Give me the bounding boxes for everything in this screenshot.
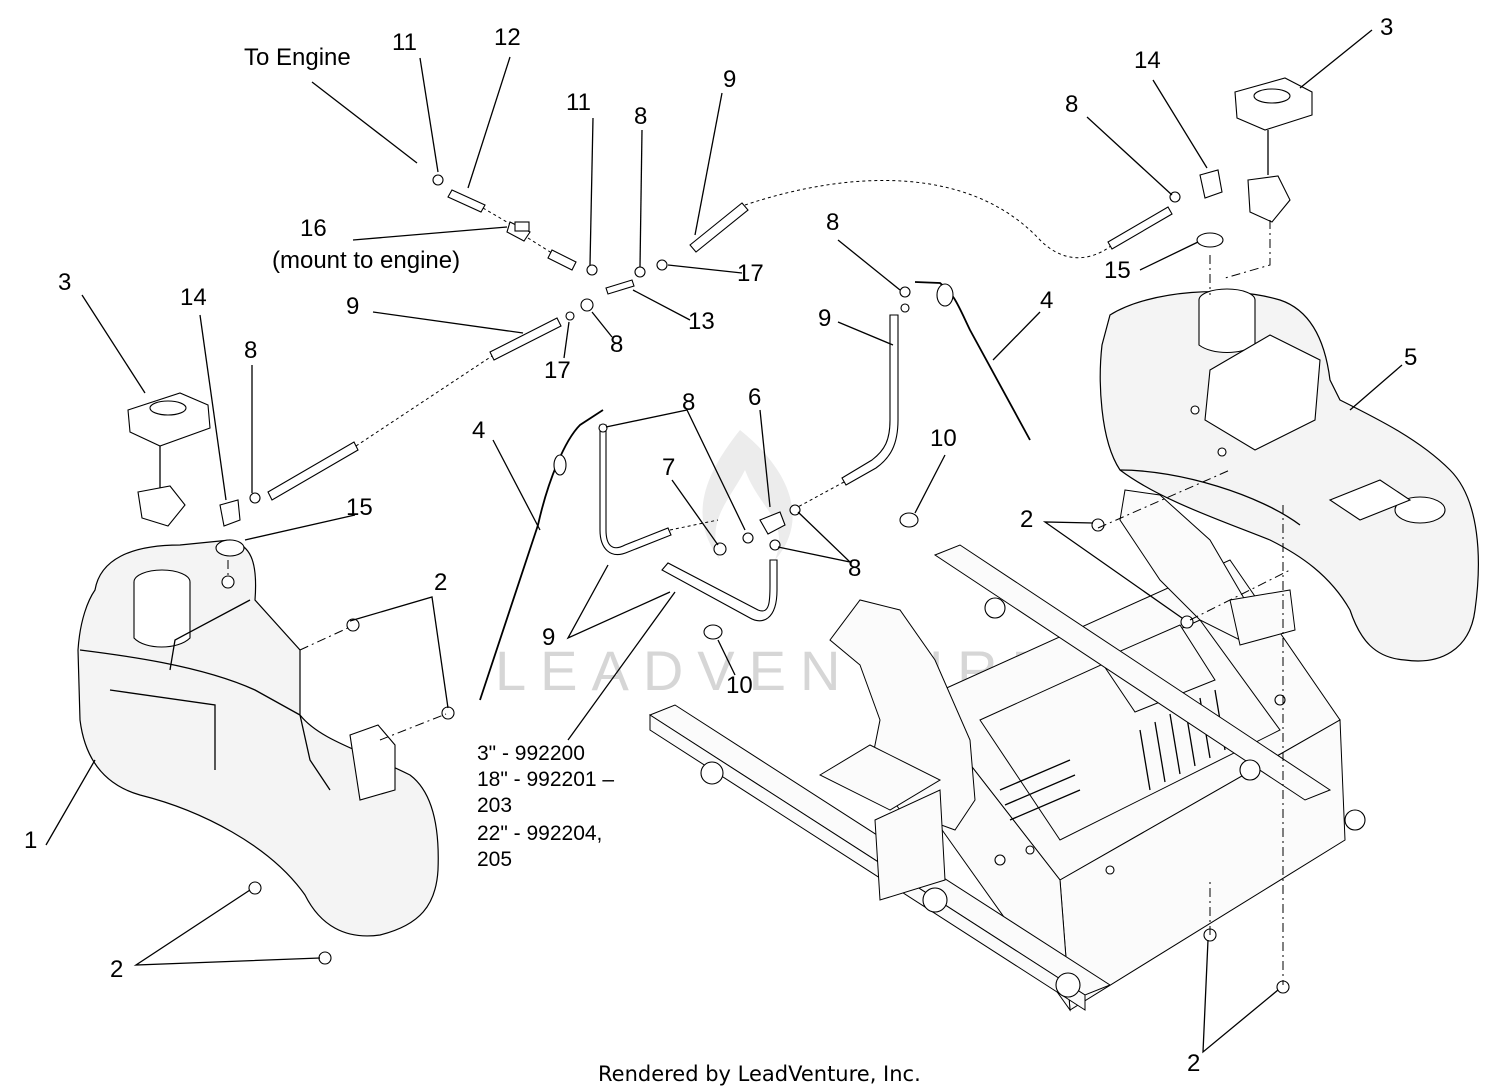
footer-credit: Rendered by LeadVenture, Inc. [598, 1062, 921, 1086]
label-3-right: 3 [1380, 14, 1393, 41]
label-14-right: 14 [1134, 47, 1161, 74]
left-clamp [249, 492, 261, 504]
hose-note-line-3: 203 [477, 794, 512, 817]
label-11-top: 11 [392, 29, 417, 56]
label-8-right-hose: 8 [826, 209, 839, 236]
chassis-frame [648, 489, 1366, 1012]
label-10-right: 10 [930, 425, 957, 452]
label-1: 1 [24, 827, 37, 854]
label-2-left-upper: 2 [434, 569, 447, 596]
right-vent-valve [1199, 169, 1223, 199]
label-6: 6 [748, 384, 761, 411]
shutoff-valve-icon [759, 511, 786, 535]
label-17-left: 17 [544, 357, 571, 384]
label-5: 5 [1404, 344, 1417, 371]
left-fuel-tank [77, 539, 439, 937]
label-15-right: 15 [1104, 257, 1131, 284]
label-16: 16 [300, 215, 327, 242]
label-mount-to-engine: (mount to engine) [272, 247, 460, 274]
hose-note-line-2: 18" - 992201 – [477, 768, 614, 791]
right-clamp [1169, 191, 1181, 203]
label-15-left: 15 [346, 494, 373, 521]
hose-note-line-1: 3" - 992200 [477, 742, 585, 765]
label-8-lower: 8 [848, 555, 861, 582]
label-3-left: 3 [58, 269, 71, 296]
fuel-hoses [267, 179, 1173, 701]
left-fuel-cap [127, 392, 211, 527]
hose-note-line-4: 22" - 992204, [477, 822, 602, 845]
left-vent-valve [219, 499, 241, 527]
label-9-lower: 9 [542, 624, 555, 651]
right-fuel-cap [1234, 77, 1313, 223]
label-9-right-hose: 9 [818, 305, 831, 332]
label-7: 7 [662, 454, 675, 481]
label-8-left: 8 [244, 337, 257, 364]
label-to-engine: To Engine [244, 44, 351, 71]
label-8-right: 8 [1065, 91, 1078, 118]
label-13: 13 [688, 308, 715, 335]
label-8-mid: 8 [610, 331, 623, 358]
hose-note-line-5: 205 [477, 848, 512, 871]
label-17-right: 17 [737, 260, 764, 287]
label-8-center: 8 [682, 389, 695, 416]
hose-length-note: 3" - 992200 18" - 992201 – 203 22" - 992… [477, 742, 614, 871]
label-2-right-bottom: 2 [1187, 1050, 1200, 1077]
callout-labels: To Engine 11 12 16 (mount to engine) 11 … [24, 14, 1417, 1077]
label-9-left: 9 [346, 293, 359, 320]
label-2-left-bottom: 2 [110, 956, 123, 983]
leader-lines [45, 29, 1403, 1054]
fittings [248, 174, 1290, 994]
flame-logo-icon [702, 430, 793, 560]
label-4-right: 4 [1040, 287, 1053, 314]
label-9-top-right: 9 [723, 66, 736, 93]
label-2-right: 2 [1020, 506, 1033, 533]
alignment-lines [227, 220, 1291, 985]
label-14-left: 14 [180, 284, 207, 311]
right-grommet [1196, 232, 1224, 248]
label-4-left: 4 [472, 417, 485, 444]
right-fuel-tank [1099, 288, 1479, 662]
left-grommet [215, 539, 245, 557]
label-8-top: 8 [634, 103, 647, 130]
label-12: 12 [494, 24, 521, 51]
label-10-lower: 10 [726, 672, 753, 699]
label-11-mid: 11 [566, 89, 591, 116]
